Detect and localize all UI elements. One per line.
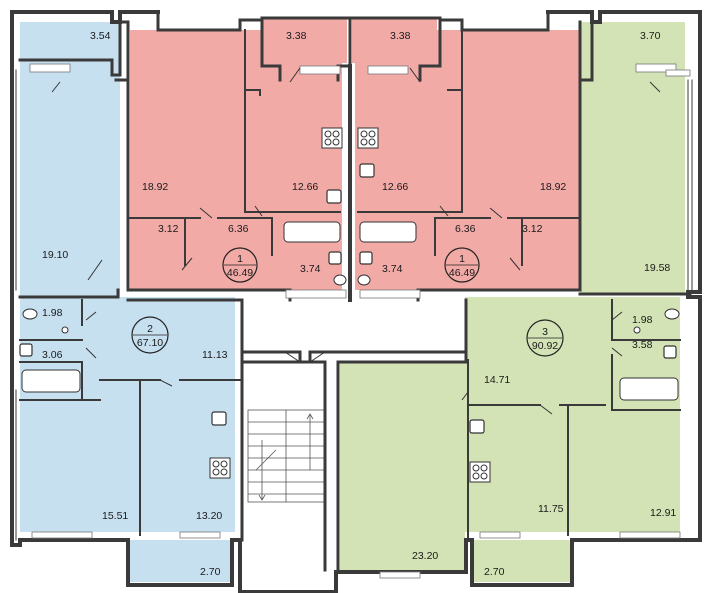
room-area-label: 6.36	[455, 223, 476, 235]
apartment-badge-3: 3 90.92	[526, 319, 564, 357]
floor-drain-icon	[633, 326, 641, 334]
blue-bottom-area	[20, 297, 235, 532]
apartment-number: 2	[147, 323, 153, 335]
room-area-label: 1.98	[632, 314, 653, 326]
sink-icon	[19, 343, 33, 357]
sink-icon	[328, 251, 342, 265]
floor-drain-icon	[61, 326, 69, 334]
sink-icon	[359, 163, 375, 178]
room-area-label: 3.58	[632, 339, 653, 351]
room-area-label: 15.51	[102, 510, 128, 522]
stove-icon	[357, 127, 379, 149]
stove-icon	[321, 127, 343, 149]
sink-icon	[469, 419, 485, 434]
windows	[29, 63, 691, 579]
apartment-total-area: 90.92	[532, 340, 558, 352]
room-area-label: 2.70	[200, 566, 221, 578]
room-area-label: 14.71	[484, 374, 510, 386]
door-swings	[51, 67, 661, 415]
bathtub-icon	[619, 377, 679, 401]
stove-icon	[469, 461, 491, 483]
room-area-label: 3.06	[42, 349, 63, 361]
sink-icon	[326, 189, 342, 204]
room-area-label: 13.20	[196, 510, 222, 522]
room-area-label: 18.92	[142, 181, 168, 193]
sink-icon	[663, 345, 677, 359]
toilet-icon	[22, 308, 38, 320]
apartment-total-area: 67.10	[137, 337, 163, 349]
apartment-number: 1	[237, 253, 243, 265]
pinkL-balcony	[262, 18, 347, 63]
room-area-label: 2.70	[484, 566, 505, 578]
toilet-icon	[664, 308, 680, 320]
room-area-label: 6.36	[228, 223, 249, 235]
sink-icon	[359, 251, 373, 265]
apartment-number: 1	[459, 253, 465, 265]
room-area-label: 3.12	[522, 223, 543, 235]
room-area-label: 3.70	[640, 30, 661, 42]
room-area-label: 3.74	[300, 263, 321, 275]
room-area-label: 12.66	[382, 181, 408, 193]
room-area-label: 19.10	[42, 249, 68, 261]
room-area-label: 3.38	[286, 30, 307, 42]
walls	[10, 10, 702, 593]
room-area-label: 1.98	[42, 307, 63, 319]
stove-icon	[209, 457, 231, 479]
green-top-room	[580, 22, 685, 294]
room-area-label: 23.20	[412, 550, 438, 562]
blue-top-room	[20, 22, 120, 297]
bathtub-icon	[283, 221, 341, 243]
apartment-total-area: 46.49	[449, 267, 475, 279]
apartment-badge-1-right: 1 46.49	[444, 247, 480, 283]
apartment-badge-1-left: 1 46.49	[222, 247, 258, 283]
room-area-label: 11.75	[538, 503, 564, 515]
blue-bottom-balcony	[130, 540, 230, 582]
room-area-label: 3.38	[390, 30, 411, 42]
room-area-label: 19.58	[644, 262, 670, 274]
bathtub-icon	[21, 369, 81, 393]
room-area-label: 3.12	[158, 223, 179, 235]
room-area-label: 18.92	[540, 181, 566, 193]
bathtub-icon	[359, 221, 417, 243]
room-area-label: 3.74	[382, 263, 403, 275]
apartment-badge-2: 2 67.10	[131, 316, 169, 354]
room-area-label: 12.66	[292, 181, 318, 193]
pinkR-balcony	[352, 18, 437, 63]
toilet-icon	[357, 274, 371, 286]
toilet-icon	[333, 274, 347, 286]
apartment-total-area: 46.49	[227, 267, 253, 279]
apartment-number: 3	[542, 326, 548, 338]
green-big-room	[340, 362, 465, 572]
room-area-label: 3.54	[90, 30, 111, 42]
room-area-label: 12.91	[650, 507, 676, 519]
green-bottom-balcony	[470, 540, 570, 582]
sink-icon	[211, 411, 227, 426]
green-bottom-area	[465, 297, 680, 532]
room-area-label: 11.13	[202, 349, 228, 361]
